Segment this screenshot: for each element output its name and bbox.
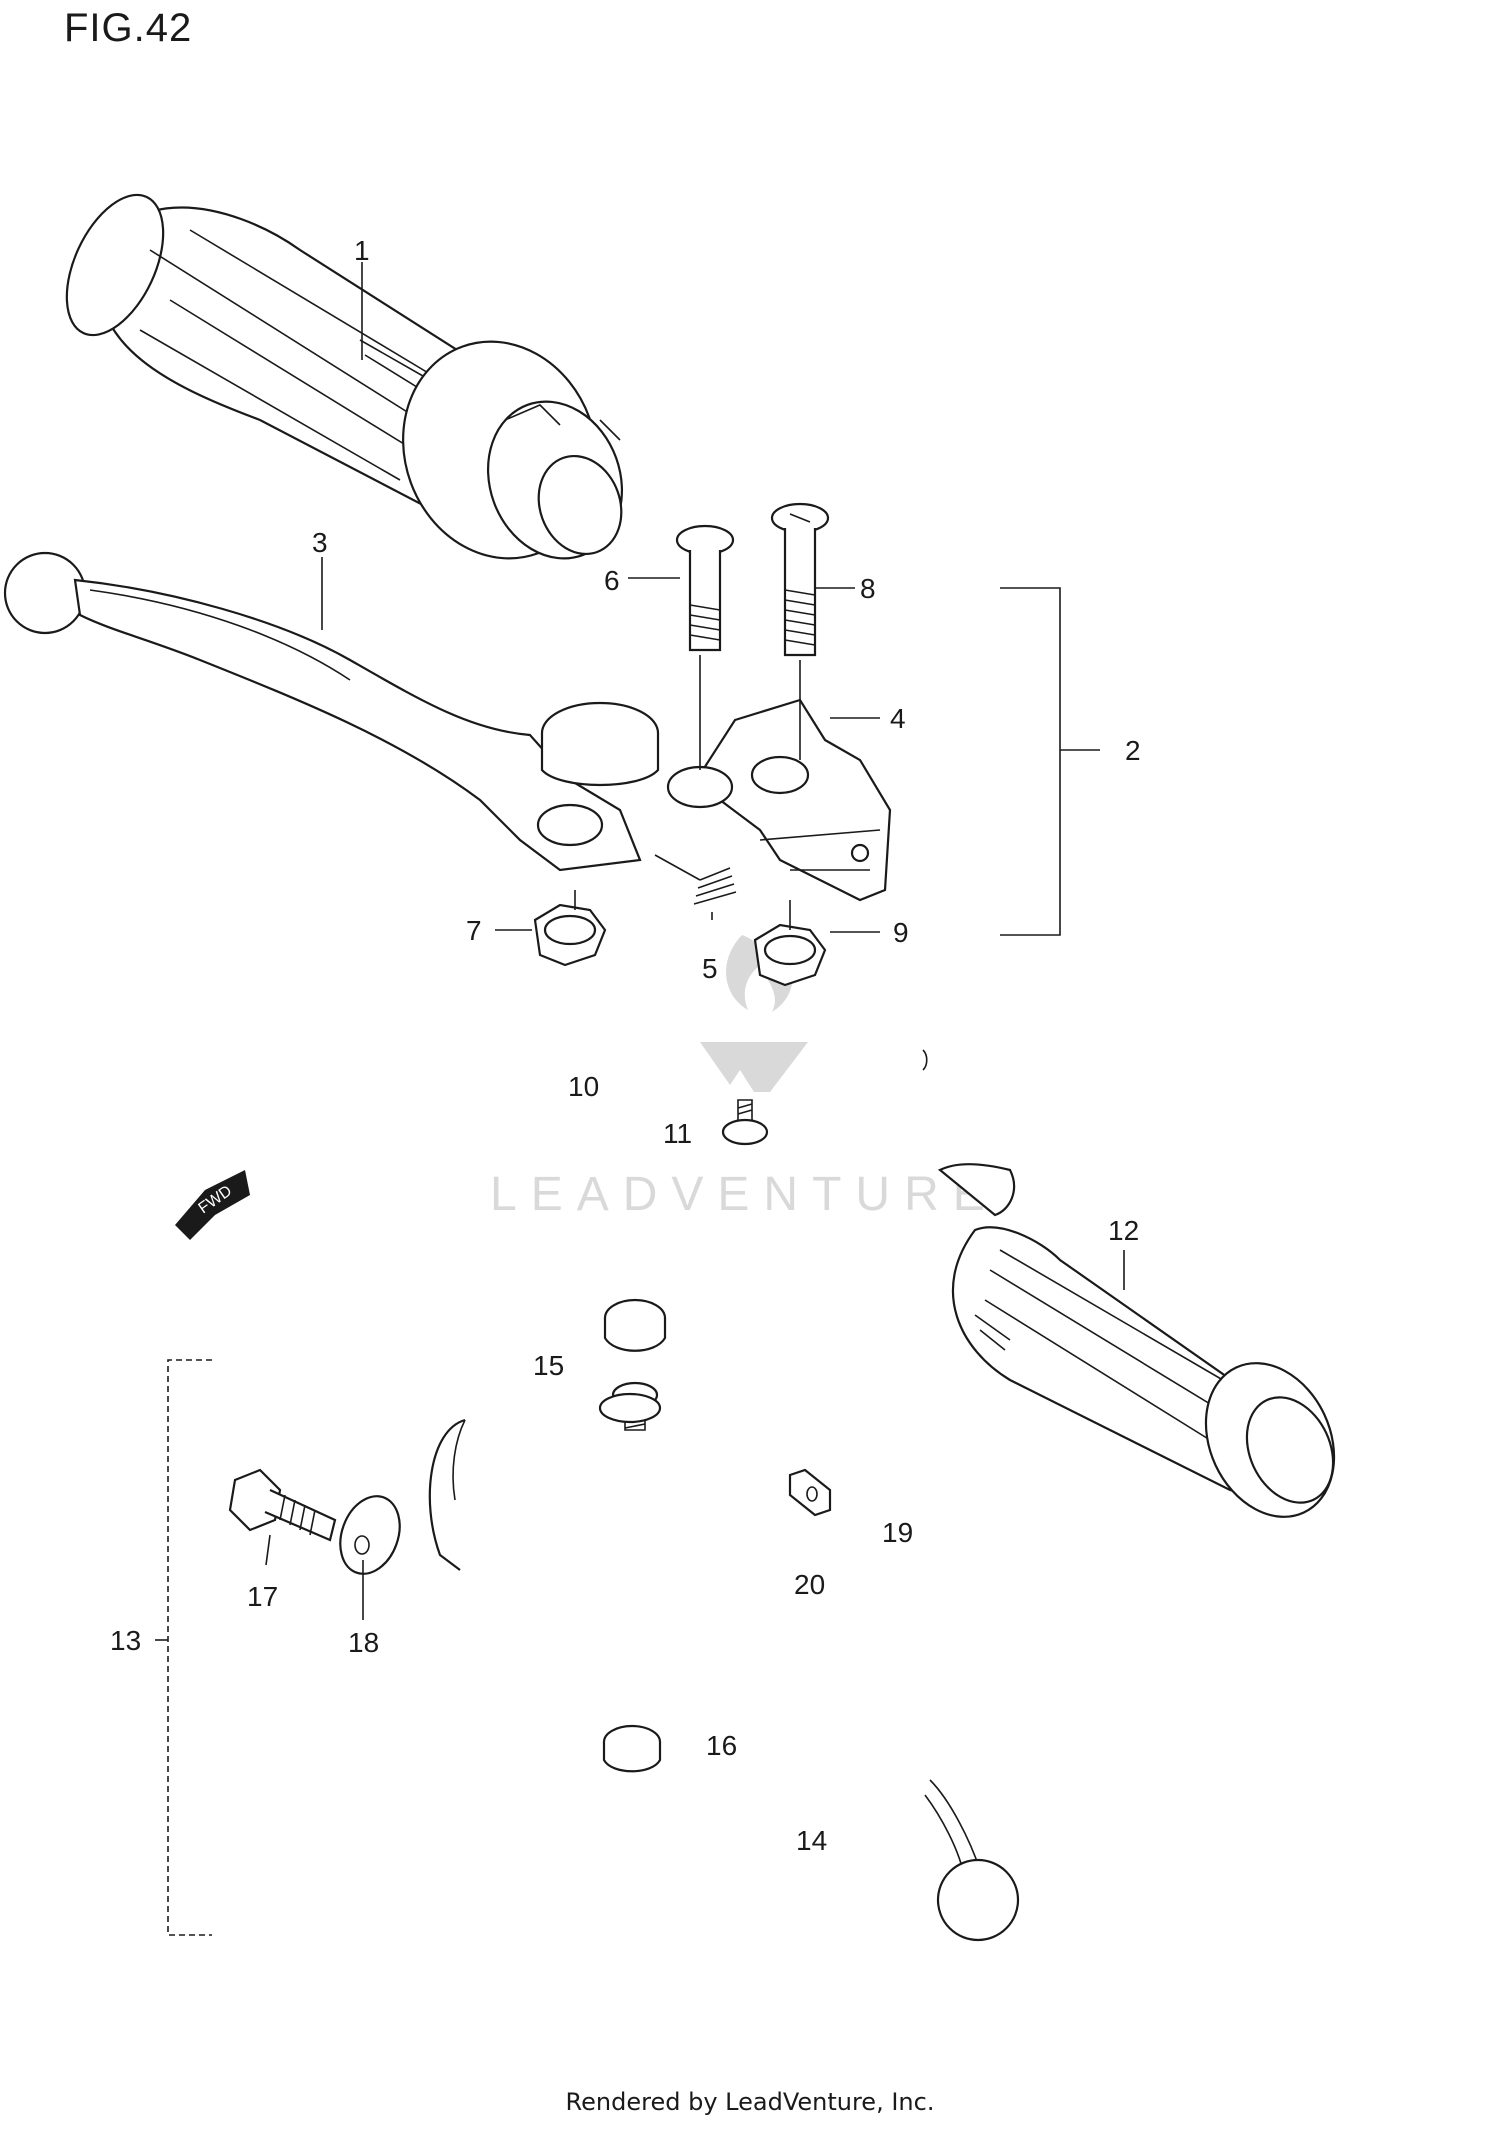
leadventure-watermark: LEADVENTURE bbox=[490, 935, 999, 1221]
bracket-13 bbox=[155, 1359, 212, 1936]
fwd-direction-badge: FWD bbox=[175, 1170, 250, 1240]
clutch-lever-14 bbox=[924, 1779, 1020, 1942]
watermark-text: LEADVENTURE bbox=[490, 1168, 999, 1221]
callout-19: 19 bbox=[882, 1517, 913, 1548]
leader-lines bbox=[265, 262, 1125, 1620]
screw-11 bbox=[721, 1099, 769, 1146]
brake-lever bbox=[3, 551, 701, 881]
callout-labels: 1 2 3 4 5 6 7 8 9 10 11 12 13 14 15 16 1… bbox=[110, 235, 1141, 1856]
washer-19 bbox=[788, 1468, 832, 1517]
v-logo-icon bbox=[700, 1042, 808, 1092]
figure-title: FIG.42 bbox=[64, 6, 193, 50]
callout-13: 13 bbox=[110, 1625, 141, 1656]
bolt-17 bbox=[228, 1468, 337, 1542]
callout-2: 2 bbox=[1125, 735, 1141, 766]
callout-14: 14 bbox=[796, 1825, 827, 1856]
spring-5 bbox=[693, 867, 737, 905]
nut-7 bbox=[533, 903, 607, 967]
nut-9 bbox=[753, 923, 827, 987]
forward-arrow-icon bbox=[175, 1170, 250, 1240]
callout-15: 15 bbox=[533, 1350, 564, 1381]
callout-7: 7 bbox=[466, 915, 482, 946]
partial-outline bbox=[922, 1049, 928, 1071]
bracket-2 bbox=[1000, 587, 1100, 936]
grip-left bbox=[65, 193, 624, 560]
oring-part bbox=[598, 1392, 662, 1424]
callout-8: 8 bbox=[860, 573, 876, 604]
pivot-bolt-8 bbox=[770, 502, 830, 657]
callout-4: 4 bbox=[890, 703, 906, 734]
callout-18: 18 bbox=[348, 1627, 379, 1658]
cap-15 bbox=[603, 1298, 667, 1352]
grip-right bbox=[937, 1163, 1336, 1518]
callout-11: 11 bbox=[663, 1118, 692, 1149]
callout-12: 12 bbox=[1108, 1215, 1139, 1246]
washer-18 bbox=[339, 1495, 401, 1575]
pivot-bolt-6 bbox=[675, 524, 735, 652]
lever-stub bbox=[428, 1418, 466, 1571]
cap-16 bbox=[602, 1724, 662, 1773]
callout-3: 3 bbox=[312, 527, 328, 558]
callout-5: 5 bbox=[702, 953, 718, 984]
callout-17: 17 bbox=[247, 1581, 278, 1612]
callout-16: 16 bbox=[706, 1730, 737, 1761]
lever-holder bbox=[666, 698, 892, 902]
footer-credit: Rendered by LeadVenture, Inc. bbox=[565, 2088, 935, 2116]
callout-9: 9 bbox=[893, 917, 909, 948]
callout-1: 1 bbox=[354, 235, 370, 266]
callout-10: 10 bbox=[568, 1071, 599, 1102]
callout-6: 6 bbox=[604, 565, 620, 596]
callout-20: 20 bbox=[794, 1569, 825, 1600]
